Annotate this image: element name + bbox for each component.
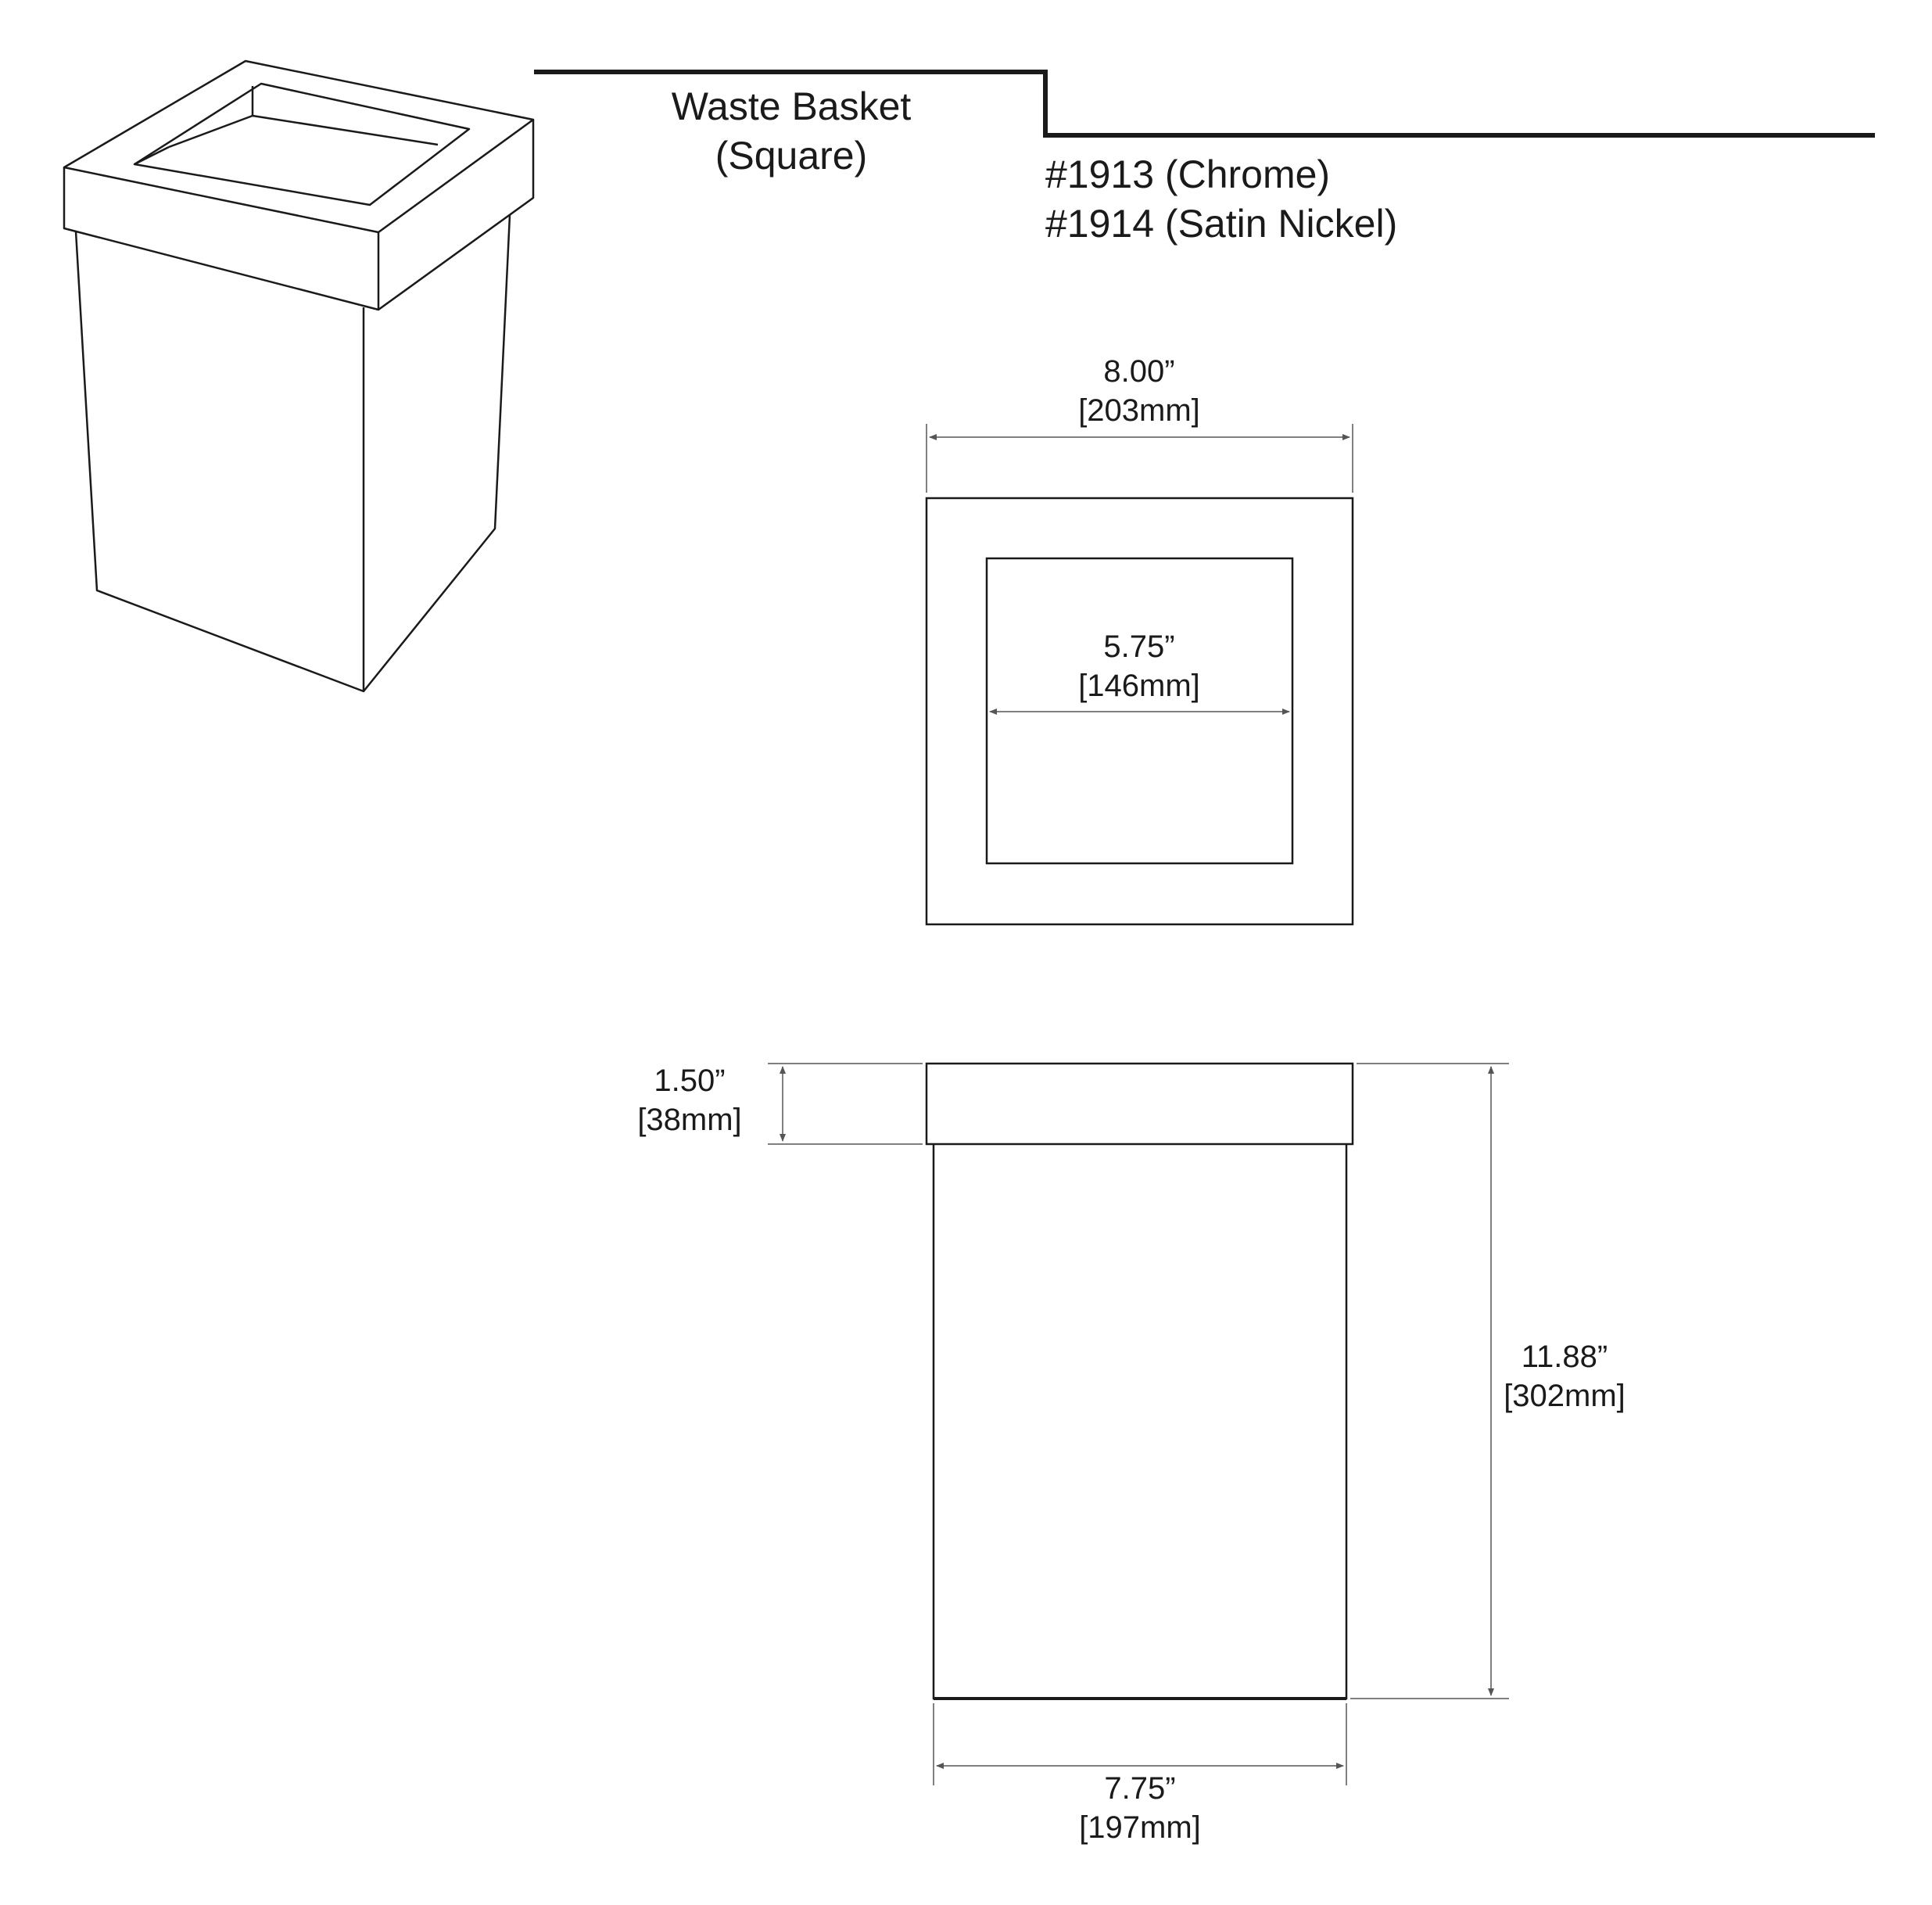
model-numbers: #1913 (Chrome) #1914 (Satin Nickel): [1045, 150, 1397, 248]
model-number-satin-nickel: #1914 (Satin Nickel): [1045, 201, 1398, 246]
isometric-view: [63, 59, 535, 693]
product-title-line1: Waste Basket: [671, 84, 912, 128]
base-width-inches: 7.75”: [1104, 1771, 1176, 1806]
front-view-body: [932, 1144, 1348, 1700]
outer-width-label: 8.00” [203mm]: [1022, 352, 1256, 430]
outer-width-mm: [203mm]: [1078, 393, 1200, 428]
front-view-dimensions: [768, 1063, 1509, 1785]
product-title-line2: (Square): [715, 133, 868, 178]
total-height-inches: 11.88”: [1521, 1340, 1608, 1374]
product-title: Waste Basket (Square): [658, 82, 924, 180]
inner-width-mm: [146mm]: [1078, 669, 1200, 703]
front-view-rim: [925, 1062, 1354, 1146]
top-view: [925, 497, 1354, 926]
rim-height-inches: 1.50”: [654, 1064, 726, 1098]
outer-width-inches: 8.00”: [1103, 354, 1175, 389]
total-height-mm: [302mm]: [1504, 1379, 1626, 1413]
base-width-mm: [197mm]: [1079, 1810, 1201, 1845]
rim-height-mm: [38mm]: [637, 1103, 742, 1137]
inner-width-label: 5.75” [146mm]: [1022, 627, 1256, 705]
header-rule: [534, 70, 1875, 138]
top-view-inner-square: [985, 557, 1294, 865]
front-view: [925, 1062, 1354, 1700]
top-view-outer-square: [925, 497, 1354, 926]
top-view-dimensions: [926, 424, 1353, 715]
inner-width-inches: 5.75”: [1103, 630, 1175, 664]
base-width-label: 7.75” [197mm]: [1023, 1769, 1257, 1847]
rim-height-label: 1.50” [38mm]: [611, 1061, 768, 1139]
total-height-label: 11.88” [302mm]: [1475, 1337, 1654, 1415]
model-number-chrome: #1913 (Chrome): [1045, 152, 1331, 196]
